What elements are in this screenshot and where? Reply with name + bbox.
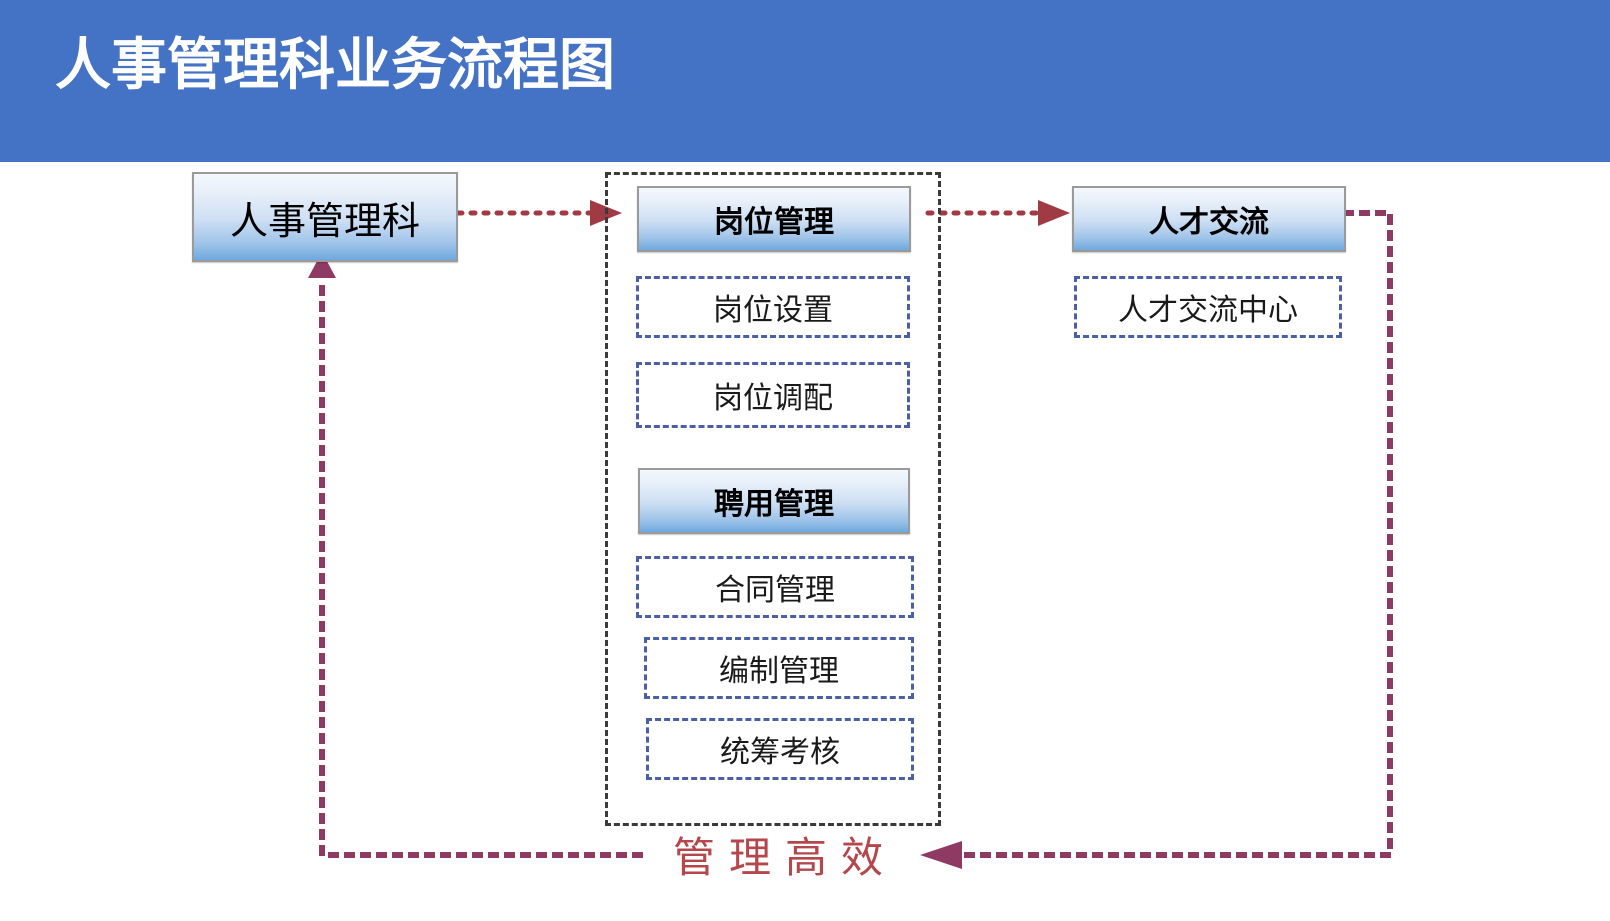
node-staffing-management-label: 编制管理 [719, 655, 839, 688]
node-post-management[interactable]: 岗位管理 [637, 186, 911, 252]
node-talent-exchange-center-label: 人才交流中心 [1118, 294, 1298, 327]
connector-post-management-to-talent [925, 200, 1070, 226]
connector-caption-to-root-loop [308, 252, 643, 858]
node-staffing-management[interactable]: 编制管理 [644, 637, 914, 699]
node-talent-exchange[interactable]: 人才交流 [1072, 186, 1346, 252]
node-employment-management[interactable]: 聘用管理 [638, 468, 910, 534]
caption-management-efficiency: 管理高效 [672, 834, 897, 881]
node-post-allocation-label: 岗位调配 [713, 382, 833, 415]
node-post-allocation[interactable]: 岗位调配 [636, 362, 910, 428]
connector-root-to-post-management [455, 200, 622, 226]
page-title: 人事管理科业务流程图 [55, 33, 615, 96]
node-contract-management-label: 合同管理 [715, 574, 835, 607]
group-container [605, 172, 941, 826]
node-post-setup-label: 岗位设置 [713, 294, 833, 327]
node-talent-exchange-center[interactable]: 人才交流中心 [1074, 276, 1342, 338]
node-root-label: 人事管理科 [229, 200, 420, 243]
node-root[interactable]: 人事管理科 [192, 172, 458, 262]
node-employment-management-label: 聘用管理 [714, 488, 834, 521]
node-contract-management[interactable]: 合同管理 [636, 556, 914, 618]
node-talent-exchange-label: 人才交流 [1149, 206, 1269, 239]
node-overall-assessment-label: 统筹考核 [720, 736, 840, 769]
node-post-setup[interactable]: 岗位设置 [636, 276, 910, 338]
node-overall-assessment[interactable]: 统筹考核 [646, 718, 914, 780]
title-banner [0, 0, 1610, 162]
node-post-management-label: 岗位管理 [714, 206, 834, 239]
